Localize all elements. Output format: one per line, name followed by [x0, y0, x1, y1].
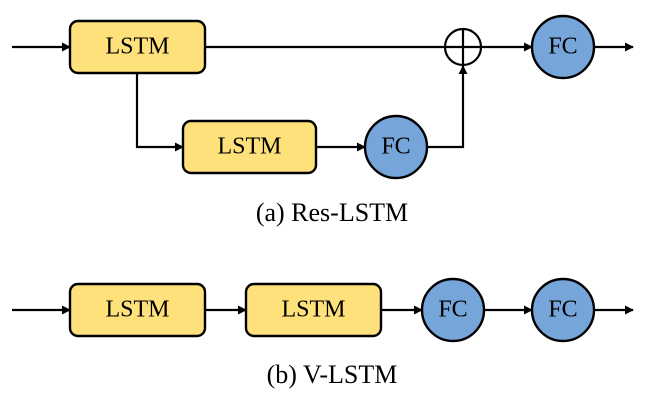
res-fc-output-node: FC	[530, 14, 596, 80]
v-lstm-caption: (b) V-LSTM	[267, 360, 398, 389]
v-fc1-label: FC	[438, 297, 467, 323]
res-lstm-top-label: LSTM	[105, 34, 169, 60]
res-fc-branch-node: FC	[363, 114, 429, 180]
res-fc-output-label: FC	[548, 34, 577, 60]
v-lstm1-label: LSTM	[105, 297, 169, 323]
res-branch-arrow	[135, 73, 184, 152]
v-lstm2-node: LSTM	[244, 282, 383, 338]
v-fc1-node: FC	[420, 277, 486, 343]
res-lstm-bottom-node: LSTM	[181, 119, 318, 175]
res-lstm-bottom-label: LSTM	[217, 134, 281, 160]
v-lstm2-label: LSTM	[281, 297, 345, 323]
v-fc2-node: FC	[530, 277, 596, 343]
res-lstm-caption: (a) Res-LSTM	[256, 198, 408, 227]
res-lstm-diagram: LSTM LSTM FC FC	[12, 14, 634, 227]
v-fc2-label: FC	[548, 297, 577, 323]
res-fc-branch-label: FC	[381, 134, 410, 160]
res-fc-to-sum-arrow	[427, 65, 468, 149]
circled-plus-icon	[443, 27, 483, 67]
v-lstm-diagram: LSTM LSTM FC FC (b) V-LSTM	[12, 277, 634, 389]
v-lstm1-node: LSTM	[68, 282, 207, 338]
res-lstm-top-node: LSTM	[68, 19, 207, 75]
